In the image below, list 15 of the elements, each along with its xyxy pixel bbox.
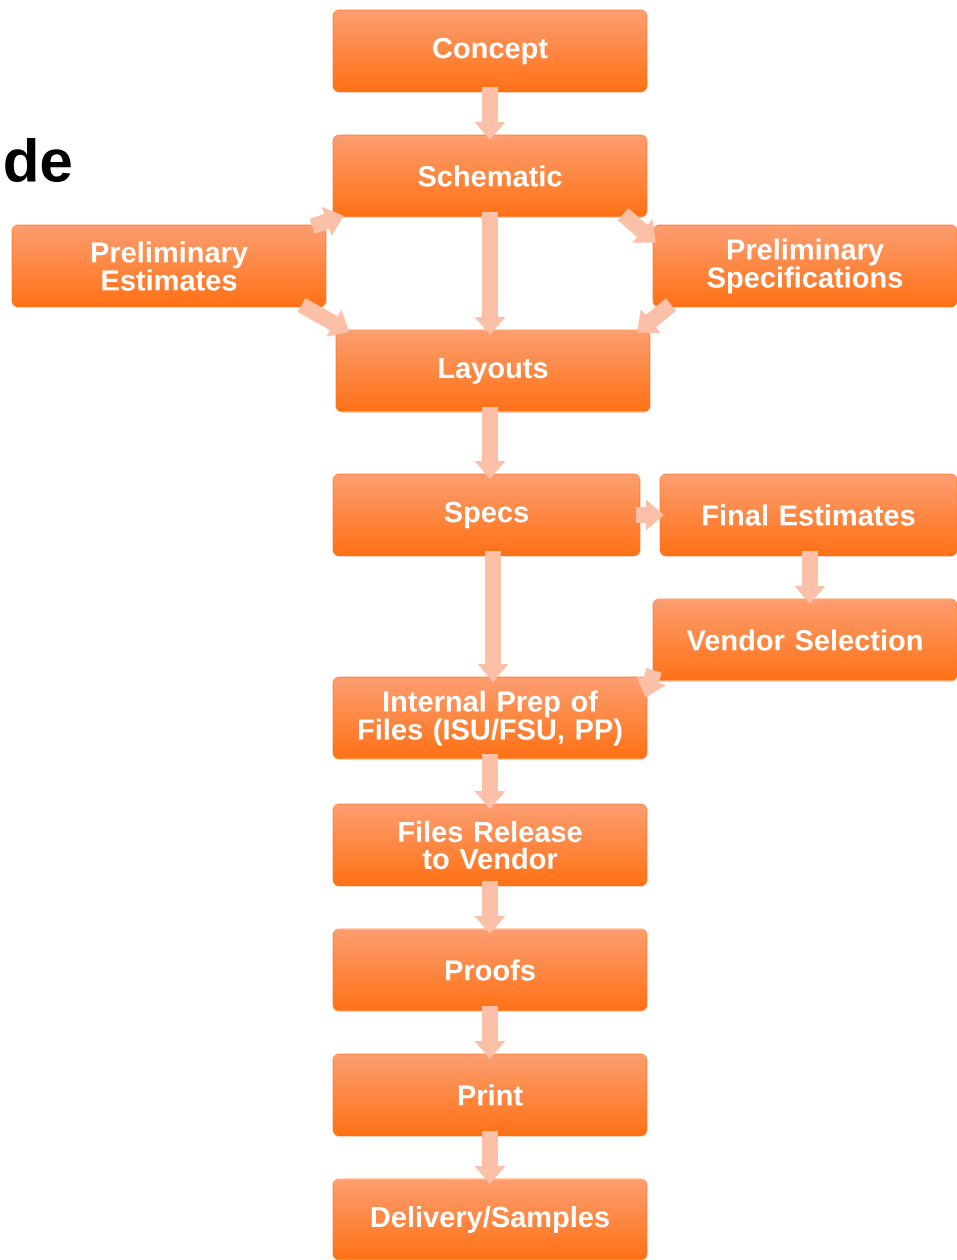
process-box: Concept: [332, 9, 648, 93]
process-box: Final Estimates: [659, 473, 957, 557]
arrow: [617, 208, 656, 243]
process-box: Internal Prep of Files (ISU/FSU, PP): [332, 676, 648, 760]
process-box: Schematic: [332, 134, 648, 218]
process-box: Preliminary Specifications: [652, 224, 957, 308]
title: de: [5, 137, 71, 182]
process-box: Specs: [332, 473, 641, 557]
process-box: Layouts: [335, 329, 651, 413]
process-box: Vendor Selection: [652, 598, 957, 682]
process-box: Proofs: [332, 928, 648, 1012]
process-box: Files Release to Vendor: [332, 803, 648, 887]
process-box: Preliminary Estimates: [11, 224, 327, 308]
process-box: Delivery/Samples: [332, 1178, 648, 1260]
process-box: Print: [332, 1053, 648, 1137]
